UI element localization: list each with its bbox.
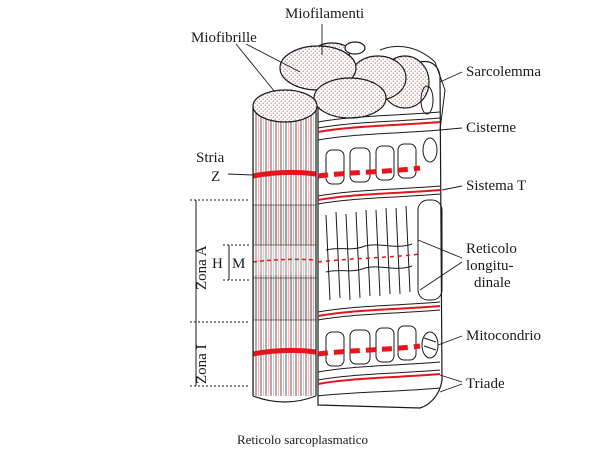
front-myofibril-cylinder bbox=[252, 89, 318, 403]
myofibril-bundle bbox=[279, 41, 443, 409]
label-reticolo-line1: Reticolo bbox=[466, 241, 517, 257]
leader-lines bbox=[227, 24, 463, 393]
label-cisterne: Cisterne bbox=[466, 120, 516, 136]
label-sarcolemma: Sarcolemma bbox=[466, 64, 541, 80]
label-reticolo-line3: dinale bbox=[474, 275, 511, 291]
z-line-network bbox=[317, 165, 421, 357]
m-line-network bbox=[317, 253, 421, 263]
label-triade: Triade bbox=[466, 376, 505, 392]
label-stria: Stria bbox=[196, 150, 225, 166]
label-zona-a: Zona A bbox=[194, 245, 210, 290]
label-z: Z bbox=[211, 169, 220, 185]
label-reticolo-line2: longitu- bbox=[466, 258, 514, 274]
labels: Miofilamenti Miofibrille Sarcolemma Cist… bbox=[191, 6, 541, 392]
label-miofilamenti: Miofilamenti bbox=[285, 6, 364, 22]
label-sistema-t: Sistema T bbox=[466, 178, 526, 194]
figure-caption: Reticolo sarcoplasmatico bbox=[236, 432, 369, 447]
label-h: H bbox=[212, 256, 223, 272]
reticulum-network bbox=[317, 111, 443, 397]
sarcolemma-membrane bbox=[379, 46, 446, 163]
label-miofibrille: Miofibrille bbox=[191, 30, 257, 46]
label-zona-i: Zona I bbox=[194, 344, 210, 384]
band-dimension-markers bbox=[190, 199, 250, 387]
label-mitocondrio: Mitocondrio bbox=[466, 328, 541, 344]
label-m: M bbox=[232, 256, 245, 272]
